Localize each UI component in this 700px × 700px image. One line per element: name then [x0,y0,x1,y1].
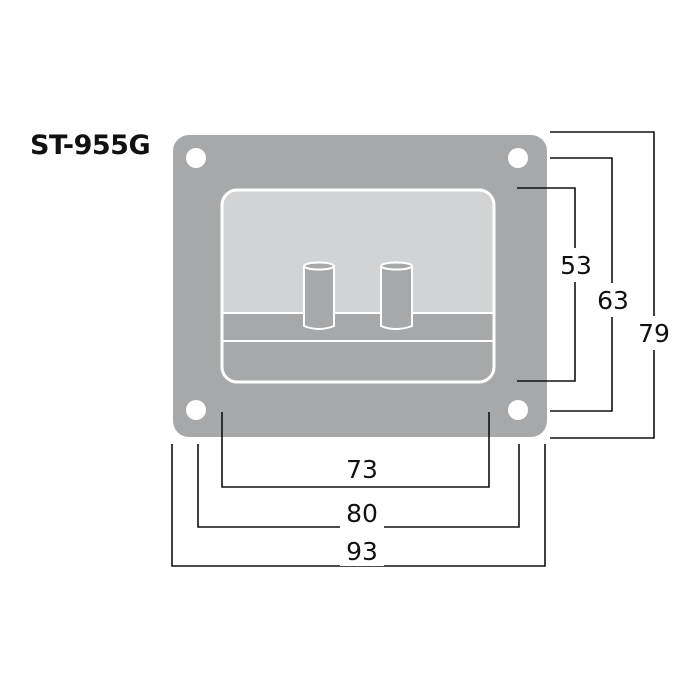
mounting-hole-bottom-right [508,400,528,420]
terminal-post-right [380,261,413,330]
dim-label-79: 79 [638,319,670,348]
terminal-post-left [303,261,335,330]
dim-line-79 [550,131,655,439]
dim-line-73 [221,412,490,488]
dim-label-53: 53 [560,251,592,280]
dim-line-53 [517,187,576,382]
mounting-hole-top-right [508,148,528,168]
dim-label-93: 93 [346,537,378,566]
dim-label-80: 80 [346,499,378,528]
dim-label-73: 73 [346,455,378,484]
recess [222,190,494,382]
mounting-hole-bottom-left [186,400,206,420]
dim-label-63: 63 [597,286,629,315]
mounting-hole-top-left [186,148,206,168]
model-title: ST-955G [30,130,151,161]
